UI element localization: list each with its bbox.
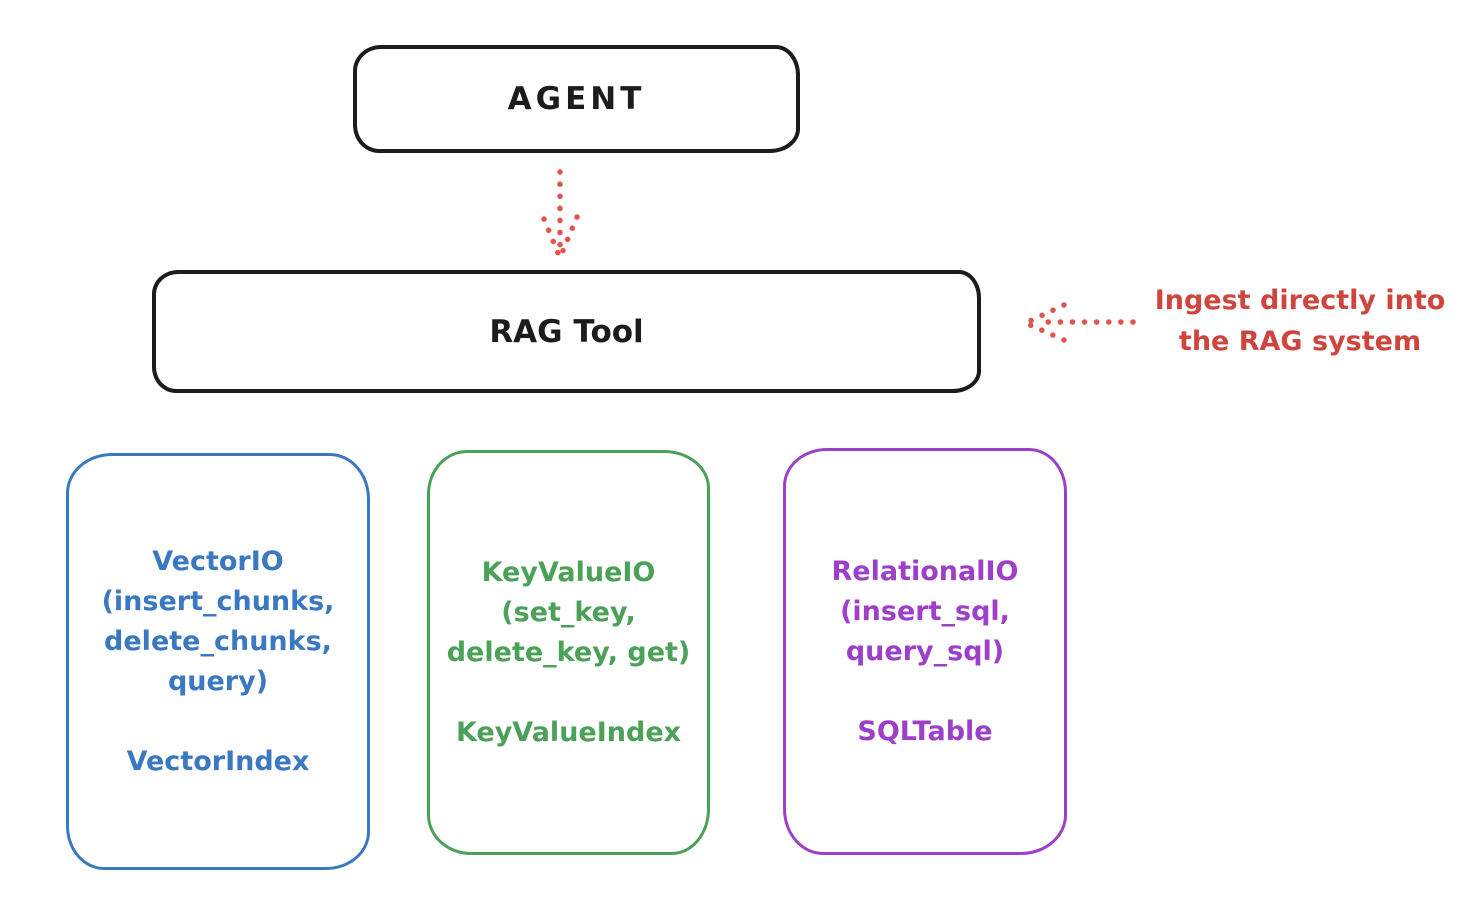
vector-io-title-line: VectorIO xyxy=(152,545,284,577)
keyvalue-io-box: KeyValueIO (set_key, delete_key, get) Ke… xyxy=(427,450,710,855)
rag-tool-label: RAG Tool xyxy=(489,313,644,350)
vector-io-title-line: (insert_chunks, xyxy=(101,585,335,617)
arrowhead-top-wing xyxy=(1027,302,1067,324)
arrowhead-bottom-wing xyxy=(1027,322,1067,343)
vector-io-title-line: query) xyxy=(167,665,269,697)
agent-label: AGENT xyxy=(507,81,646,117)
keyvalue-io-title-line: KeyValueIO xyxy=(481,556,656,588)
agent-to-ragtool-arrow xyxy=(541,169,580,256)
arrowhead-right-wing xyxy=(559,214,580,256)
agent-box: AGENT xyxy=(353,45,800,153)
keyvalue-index-label: KeyValueIndex xyxy=(455,716,682,748)
keyvalue-io-title-line: delete_key, get) xyxy=(446,636,691,668)
keyvalue-io-title-line: (set_key, xyxy=(501,596,636,628)
ingest-annotation-line2: the RAG system xyxy=(1178,326,1422,357)
relational-io-title-line: query_sql) xyxy=(845,635,1005,667)
vector-io-box: VectorIO (insert_chunks, delete_chunks, … xyxy=(66,453,370,870)
rag-tool-box: RAG Tool xyxy=(152,270,981,393)
vector-index-label: VectorIndex xyxy=(126,745,310,777)
arrowhead-left-wing xyxy=(541,216,561,256)
relational-io-title-line: (insert_sql, xyxy=(840,595,1010,627)
ingest-annotation-line1: Ingest directly into xyxy=(1154,285,1446,316)
vector-io-title-line: delete_chunks, xyxy=(104,625,332,657)
ingest-into-ragtool-arrow xyxy=(1027,302,1136,343)
ingest-annotation: Ingest directly into the RAG system xyxy=(1133,280,1467,362)
relational-io-box: RelationalIO (insert_sql, query_sql) SQL… xyxy=(783,448,1067,855)
sql-table-label: SQLTable xyxy=(857,715,993,747)
relational-io-title-line: RelationalIO xyxy=(831,555,1019,587)
